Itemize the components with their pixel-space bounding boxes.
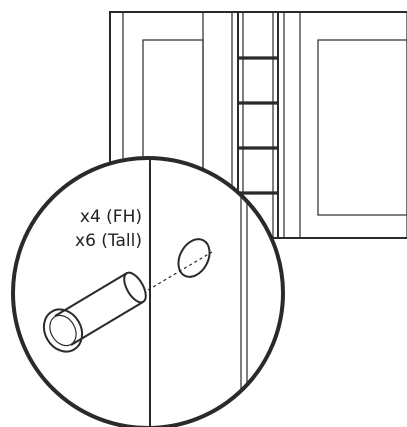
right-side-panel — [299, 11, 407, 239]
center-shelf-strip — [231, 11, 285, 239]
dowel-hole — [177, 238, 211, 278]
quantity-label-tall: x6 (Tall) — [75, 231, 142, 251]
right-inner-panel — [317, 39, 407, 216]
dowel-pin-icon — [42, 271, 147, 353]
insertion-guide-line — [147, 251, 213, 291]
quantity-label-fh: x4 (FH) — [80, 207, 142, 227]
detail-magnifier: x4 (FH) x6 (Tall) — [11, 156, 285, 427]
detail-circle-border — [11, 156, 285, 427]
